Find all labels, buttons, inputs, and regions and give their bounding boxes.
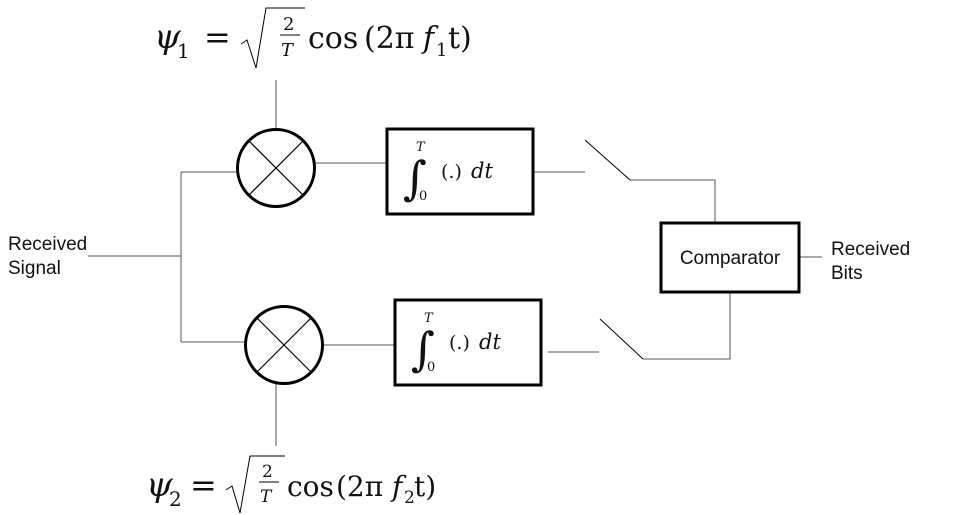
psi1-sqrt-sign xyxy=(240,7,305,69)
lower-sampling-switch xyxy=(599,318,644,360)
lower-integrator-box xyxy=(393,298,543,387)
psi2-equals: = xyxy=(190,466,217,504)
input-label-line2: Signal xyxy=(8,258,61,279)
psi2-frac-num: 2 xyxy=(262,462,273,482)
upper-integrator: ∫ T 0 (.) dt xyxy=(385,127,535,216)
upper-integrator-box xyxy=(385,127,535,216)
psi1-arg-close: t) xyxy=(448,21,472,56)
psi2-sqrt-sign xyxy=(225,455,285,514)
psi1-freq-sub: 1 xyxy=(436,40,447,61)
psi2-arg-open: (2π xyxy=(336,470,383,503)
basis-function-psi2: ψ 2 = 2 T cos (2π f 2 t) xyxy=(146,455,436,514)
psi2-frac-den: T xyxy=(260,487,273,507)
comparator-label: Comparator xyxy=(680,248,781,269)
psi1-equals: = xyxy=(204,18,231,56)
psi1-symbol: ψ xyxy=(154,17,181,57)
output-label-line1: Received xyxy=(831,239,910,260)
upper-integral-upper-limit: T xyxy=(416,140,426,155)
psi2-freq-sub: 2 xyxy=(404,488,415,508)
signal-wires xyxy=(88,80,822,446)
lower-multiplier-cross-b xyxy=(256,317,312,373)
upper-integral-sign: ∫ xyxy=(403,151,427,205)
lower-integral-operand: (.) xyxy=(449,332,470,354)
lower-integral-upper-limit: T xyxy=(424,311,434,326)
psi2-symbol: ψ xyxy=(146,465,173,505)
psi2-arg-close: t) xyxy=(414,470,436,503)
psi1-cos: cos xyxy=(308,21,358,56)
lower-integral-sign: ∫ xyxy=(411,322,435,376)
lower-comparator-input-wire xyxy=(643,292,731,360)
lower-integral-lower-limit: 0 xyxy=(427,360,435,375)
basis-function-psi1: ψ 1 = 2 T cos (2π f 1 t) xyxy=(154,7,472,69)
output-label-line2: Bits xyxy=(831,263,863,284)
upper-multiplier-cross-b xyxy=(248,140,304,196)
upper-multiplier xyxy=(236,128,316,208)
psi2-cos: cos xyxy=(287,470,334,503)
upper-sampling-switch xyxy=(584,139,631,181)
input-label-line1: Received xyxy=(8,234,87,255)
psi2-subscript: 2 xyxy=(169,487,182,511)
upper-integral-lower-limit: 0 xyxy=(419,189,427,204)
upper-integral-differential: dt xyxy=(471,159,493,183)
lower-multiplier xyxy=(244,305,324,385)
comparator: Comparator xyxy=(659,221,801,294)
psi1-arg-open: (2π xyxy=(364,21,415,56)
psi1-frac-num: 2 xyxy=(283,14,294,35)
psi1-frac-den: T xyxy=(281,40,295,61)
comparator-box xyxy=(659,221,801,294)
lower-integral-differential: dt xyxy=(479,330,501,354)
lower-integrator: ∫ T 0 (.) dt xyxy=(393,298,543,387)
psi1-subscript: 1 xyxy=(177,39,190,63)
upper-integral-operand: (.) xyxy=(441,161,462,183)
upper-comparator-input-wire xyxy=(630,179,716,223)
